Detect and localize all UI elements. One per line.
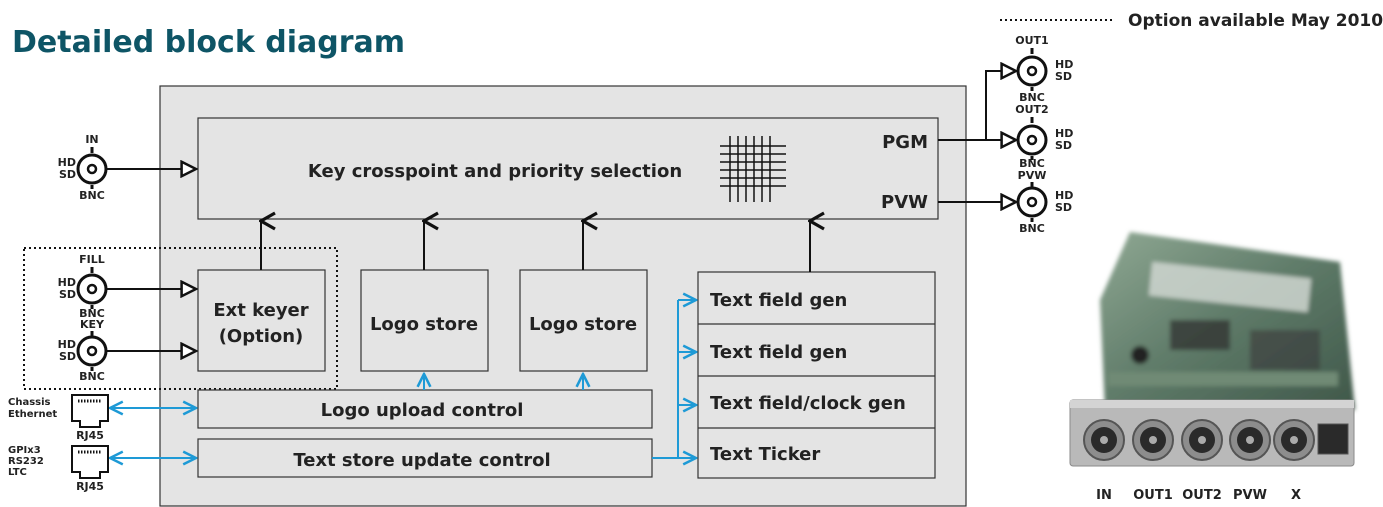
- hardware-card-image: IN OUT1 OUT2 PVW X: [1069, 232, 1355, 503]
- svg-text:PVW: PVW: [1233, 488, 1267, 503]
- svg-text:SD: SD: [59, 288, 76, 301]
- text-store-label: Text store update control: [293, 450, 550, 471]
- svg-text:SD: SD: [59, 350, 76, 363]
- text-ticker-label: Text Ticker: [710, 444, 820, 465]
- logo-store-label-2: Logo store: [529, 314, 637, 335]
- bnc-out1: OUT1 HD SD BNC: [1015, 34, 1073, 104]
- text-store-block: [197, 438, 653, 478]
- svg-text:HD: HD: [1055, 189, 1073, 202]
- svg-text:HD: HD: [1055, 58, 1073, 71]
- svg-text:PVW: PVW: [1018, 169, 1047, 182]
- output-lines: [938, 71, 1016, 202]
- pgm-label: PGM: [882, 132, 928, 153]
- svg-text:X: X: [1291, 488, 1301, 503]
- crosspoint-block: [197, 117, 939, 220]
- svg-text:BNC: BNC: [79, 307, 105, 320]
- text-gen-label-3: Text field/clock gen: [710, 393, 906, 414]
- page-title: Detailed block diagram: [12, 25, 405, 60]
- bnc-out2: OUT2 HD SD BNC: [1015, 103, 1073, 170]
- card-rj45-port: [1317, 423, 1349, 455]
- text-gen-column: [697, 271, 936, 479]
- control-links: [110, 300, 696, 458]
- text-gen-label-1: Text field gen: [710, 290, 847, 311]
- svg-text:BNC: BNC: [79, 189, 105, 202]
- svg-text:GPIx3: GPIx3: [8, 445, 41, 456]
- rj45-icon: [71, 445, 109, 479]
- svg-text:KEY: KEY: [80, 318, 105, 331]
- svg-text:HD: HD: [1055, 127, 1073, 140]
- legend: Option available May 2010: [1000, 11, 1383, 31]
- svg-text:LTC: LTC: [8, 467, 27, 478]
- svg-text:BNC: BNC: [1019, 222, 1045, 235]
- svg-text:SD: SD: [1055, 139, 1072, 152]
- rj45-ethernet: Chassis Ethernet RJ45: [8, 394, 109, 442]
- svg-text:HD: HD: [58, 338, 76, 351]
- legend-text: Option available May 2010: [1128, 11, 1383, 31]
- bnc-in: IN HD SD BNC: [58, 133, 108, 202]
- svg-text:BNC: BNC: [1019, 91, 1045, 104]
- svg-text:IN: IN: [1096, 488, 1112, 503]
- card-bnc-connectors: [1083, 419, 1315, 461]
- svg-text:SD: SD: [1055, 201, 1072, 214]
- rj45-gpi: GPIx3 RS232 LTC RJ45: [8, 445, 109, 493]
- text-gen-label-2: Text field gen: [710, 342, 847, 363]
- svg-text:SD: SD: [59, 168, 76, 181]
- svg-text:RJ45: RJ45: [76, 480, 104, 493]
- logo-store-block-2: [519, 269, 648, 372]
- svg-text:Chassis: Chassis: [8, 397, 51, 408]
- svg-text:RJ45: RJ45: [76, 429, 104, 442]
- pvw-label: PVW: [881, 192, 928, 213]
- svg-text:IN: IN: [85, 133, 98, 146]
- svg-text:FILL: FILL: [79, 253, 105, 266]
- ext-keyer-option-label: (Option): [219, 326, 304, 347]
- logo-store-block-1: [360, 269, 489, 372]
- svg-text:HD: HD: [58, 276, 76, 289]
- svg-text:OUT2: OUT2: [1015, 103, 1048, 116]
- bnc-fill: FILL HD SD BNC: [58, 253, 108, 320]
- svg-text:HD: HD: [58, 156, 76, 169]
- svg-text:BNC: BNC: [1019, 157, 1045, 170]
- rj45-icon: [71, 394, 109, 428]
- svg-text:RS232: RS232: [8, 456, 44, 467]
- svg-text:SD: SD: [1055, 70, 1072, 83]
- ext-keyer-block: [197, 269, 326, 372]
- crosspoint-label: Key crosspoint and priority selection: [308, 161, 682, 182]
- svg-text:OUT1: OUT1: [1015, 34, 1048, 47]
- svg-text:OUT1: OUT1: [1133, 488, 1173, 503]
- bnc-key: KEY HD SD BNC: [58, 318, 108, 383]
- ext-keyer-label: Ext keyer: [213, 300, 308, 321]
- internal-arrows: [261, 221, 810, 272]
- bnc-pvw: PVW HD SD BNC: [1016, 169, 1073, 235]
- matrix-grid-icon: [720, 136, 786, 202]
- logo-upload-label: Logo upload control: [321, 400, 524, 421]
- input-lines: [104, 169, 196, 351]
- svg-text:OUT2: OUT2: [1182, 488, 1222, 503]
- logo-store-label-1: Logo store: [370, 314, 478, 335]
- svg-text:BNC: BNC: [79, 370, 105, 383]
- svg-text:Ethernet: Ethernet: [8, 409, 57, 420]
- option-region: [23, 247, 338, 390]
